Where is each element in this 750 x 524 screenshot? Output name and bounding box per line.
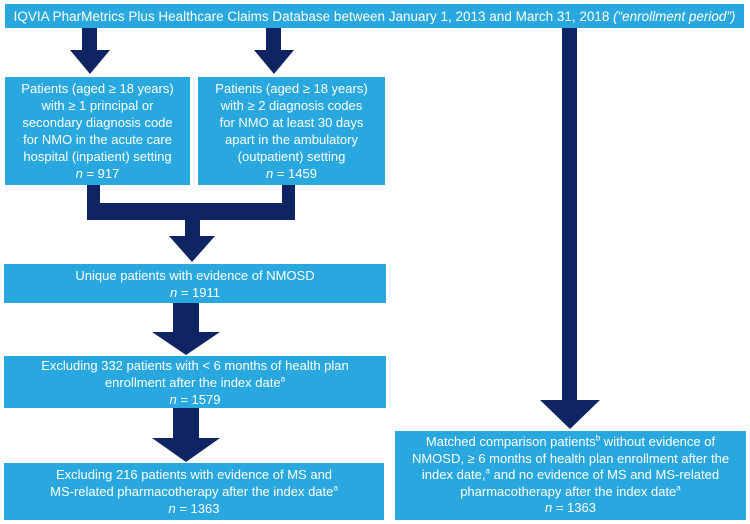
arrow-banner-to-matched-head (540, 400, 600, 429)
footnote-a-marker: a (280, 374, 286, 384)
box-unique-n-count: n = 1911 (169, 284, 220, 300)
arrow-merge-to-unique-head (169, 236, 215, 262)
arrow-banner-to-outpatient-shaft (266, 28, 281, 51)
box-matched-line: NMOSD, ≥ 6 months of health plan enrollm… (411, 450, 730, 466)
box-outpatient-line: with ≥ 2 diagnosis codes (220, 98, 363, 113)
box-inpatient-line: Patients (aged ≥ 18 years) (21, 81, 174, 96)
box-exclusion-enrollment-line: Excluding 332 patients with < 6 months o… (41, 357, 349, 373)
box-inpatient-line: hospital (inpatient) setting (23, 149, 172, 164)
box-matched-comparison: Matched comparison patientsb without evi… (395, 431, 746, 520)
box-exclusion-enrollment-n-count: n = 1579 (169, 391, 221, 407)
box-outpatient-n-count: n = 1459 (266, 166, 317, 181)
banner-text-italic: (“enrollment period”) (613, 8, 736, 24)
box-inpatient-criteria: Patients (aged ≥ 18 years) with ≥ 1 prin… (5, 77, 190, 185)
box-outpatient-line: (outpatient) setting (237, 149, 346, 164)
arrow-banner-to-inpatient-head (70, 50, 110, 74)
box-outpatient-criteria: Patients (aged ≥ 18 years) with ≥ 2 diag… (198, 77, 385, 185)
box-inpatient-line: with ≥ 1 principal or (41, 98, 154, 113)
box-exclusion-enrollment: Excluding 332 patients with < 6 months o… (4, 356, 386, 408)
arrow-unique-to-exclusion1-head (152, 332, 220, 355)
box-matched-line: pharmacotherapy after the index datea (460, 483, 681, 499)
footnote-a-marker: a (676, 483, 681, 493)
merge-horizontal-bar (87, 203, 295, 220)
arrow-exclusion1-to-exclusion2-head (152, 438, 220, 462)
box-inpatient-line: secondary diagnosis code (22, 115, 173, 130)
box-inpatient-line: for NMO in the acute care (23, 132, 172, 147)
box-outpatient-line: Patients (aged ≥ 18 years) (215, 81, 368, 96)
footnote-b-marker: b (595, 433, 601, 443)
box-unique-nmosd: Unique patients with evidence of NMOSD n… (4, 264, 386, 303)
box-outpatient-line: for NMO at least 30 days (219, 115, 364, 130)
box-exclusion-ms-line: Excluding 216 patients with evidence of … (55, 467, 333, 482)
arrow-unique-to-exclusion1-shaft (173, 303, 199, 333)
enrollment-period-banner: IQVIA PharMetrics Plus Healthcare Claims… (5, 4, 744, 28)
box-exclusion-ms-line: MS-related pharmacotherapy after the ind… (50, 483, 338, 499)
box-matched-line: Matched comparison patientsb without evi… (425, 433, 716, 450)
footnote-a-marker: a (485, 466, 490, 476)
arrow-banner-to-matched-shaft (562, 28, 577, 400)
box-matched-line: index date,a and no evidence of MS and M… (421, 466, 720, 483)
box-outpatient-line: apart in the ambulatory (225, 132, 358, 147)
box-exclusion-enrollment-line: enrollment after the index datea (104, 374, 286, 390)
box-exclusion-ms-n-count: n = 1363 (168, 501, 220, 516)
arrow-merge-to-unique-shaft (185, 220, 200, 236)
arrow-banner-to-outpatient-head (254, 50, 294, 74)
arrow-exclusion1-to-exclusion2-shaft (173, 408, 199, 439)
box-exclusion-ms: Excluding 216 patients with evidence of … (4, 463, 384, 520)
box-matched-n-count: n = 1363 (545, 500, 596, 516)
arrow-banner-to-inpatient-shaft (82, 28, 97, 51)
box-unique-line: Unique patients with evidence of NMOSD (75, 267, 315, 283)
banner-text: IQVIA PharMetrics Plus Healthcare Claims… (13, 8, 614, 24)
box-inpatient-n-count: n = 917 (75, 166, 120, 181)
footnote-a-marker: a (333, 483, 338, 493)
